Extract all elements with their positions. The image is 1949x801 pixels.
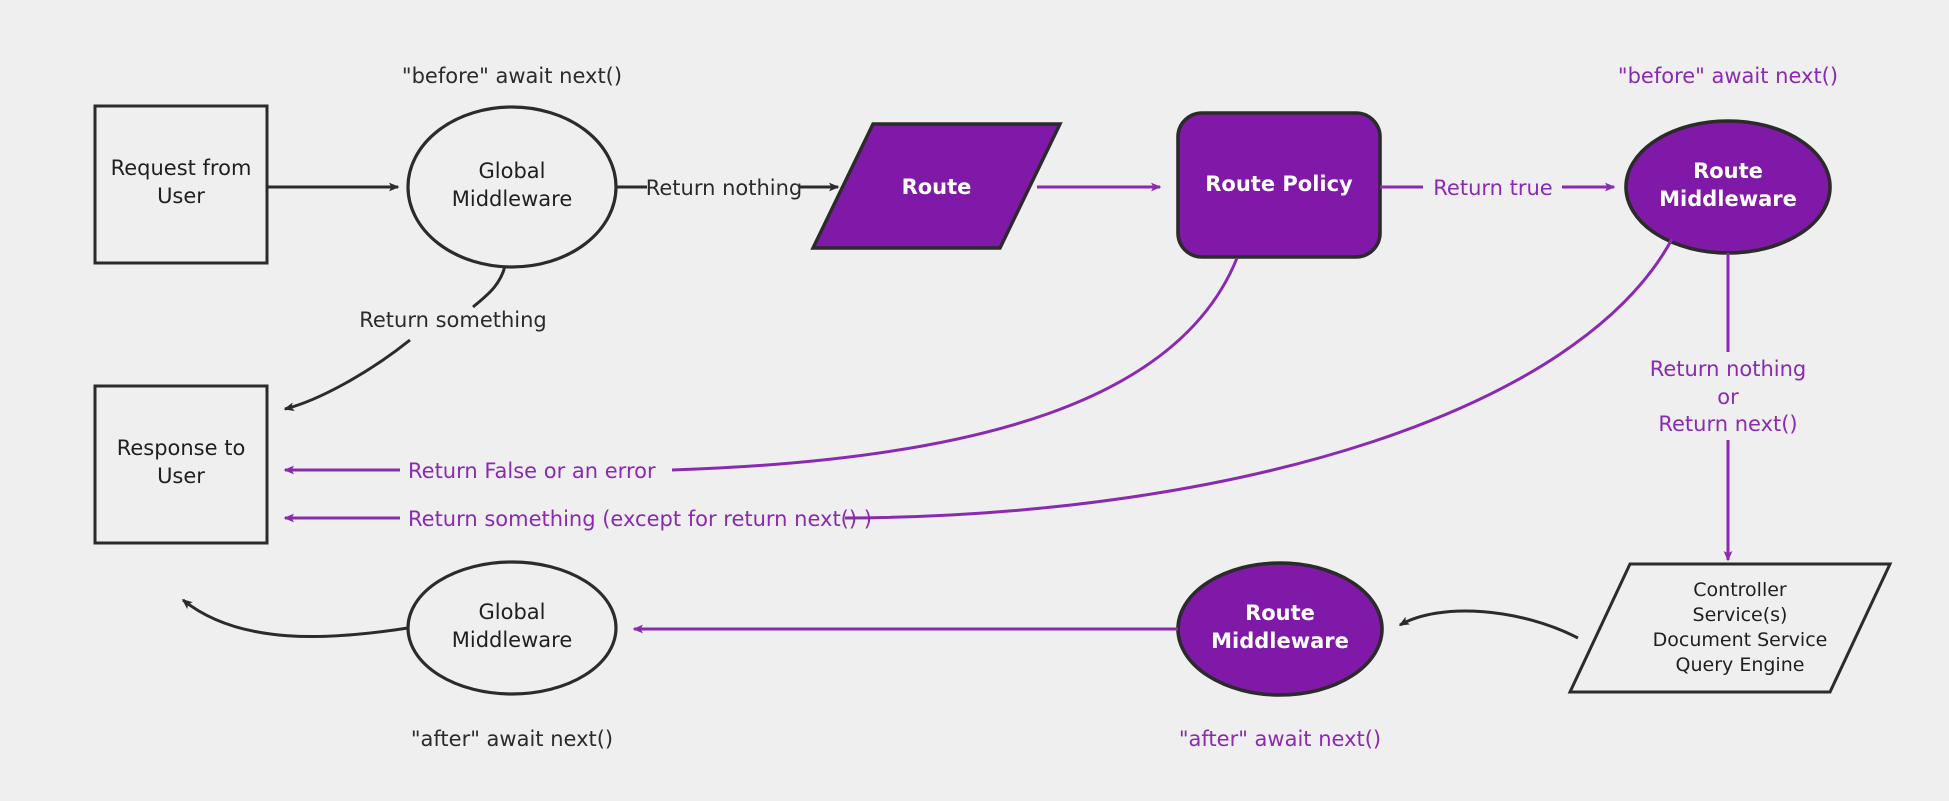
edge-global-middleware-bottom-to-response <box>181 598 409 639</box>
edge-route-middleware-something-curve <box>844 238 1674 520</box>
node-route-middleware-top <box>1624 119 1832 255</box>
edge-route-policy-false-curve <box>671 257 1239 472</box>
edge-global-middleware-return-something-stub <box>472 265 507 309</box>
node-route-policy <box>1176 111 1382 259</box>
edge-return-something-to-response <box>283 338 411 412</box>
node-controller-stack <box>1567 562 1893 694</box>
node-request-from-user <box>93 104 269 265</box>
node-global-middleware-top <box>406 105 618 269</box>
node-response-to-user <box>93 384 269 545</box>
node-global-middleware-bottom <box>406 560 618 696</box>
node-route-middleware-bottom <box>1176 561 1384 697</box>
edge-controller-to-route-middleware-bottom <box>1398 609 1579 640</box>
node-route <box>810 122 1063 250</box>
